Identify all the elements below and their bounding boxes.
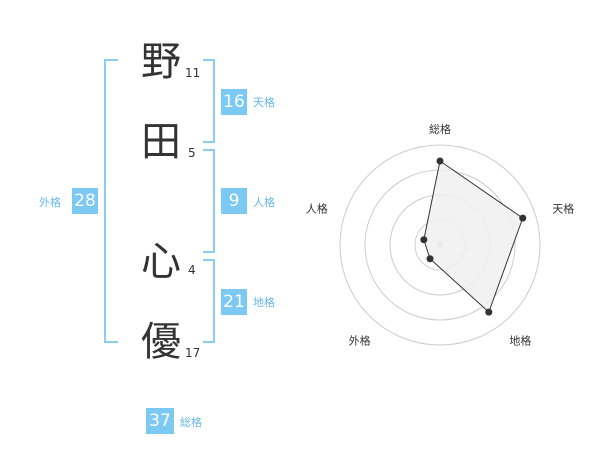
kanji-4-strokes: 17	[185, 346, 201, 360]
kanji-1-strokes: 11	[185, 66, 201, 80]
jinkaku-label: 人格	[253, 196, 275, 209]
chikaku-value: 21	[221, 289, 247, 315]
gaikaku-label: 外格	[39, 196, 61, 209]
jinkaku-bracket	[203, 149, 215, 253]
chikaku-label: 地格	[253, 296, 275, 309]
kanji-4: 優	[141, 319, 181, 365]
kanji-2: 田	[141, 119, 181, 165]
jinkaku-value: 9	[221, 188, 247, 214]
kanji-3: 心	[141, 239, 181, 285]
gaikaku-bracket	[104, 59, 118, 343]
radar-point-5	[420, 236, 428, 244]
radar-point-1	[436, 157, 444, 165]
radar-ring	[339, 144, 541, 346]
radar-point-4	[426, 255, 434, 263]
radar-point-3	[485, 308, 493, 316]
radar-axis-label-5: 人格	[306, 202, 328, 216]
radar-point-2	[519, 214, 527, 222]
tenkaku-label: 天格	[253, 96, 275, 109]
kanji-3-strokes: 4	[188, 263, 196, 277]
radar-series-area	[423, 160, 524, 314]
radar-axis-label-4: 外格	[349, 333, 371, 347]
soukaku-label: 総格	[180, 416, 202, 429]
kanji-2-strokes: 5	[188, 146, 196, 160]
radar-axis-label-3: 地格	[509, 333, 531, 347]
radar-axis-label-2: 天格	[552, 202, 574, 216]
gaikaku-value: 28	[72, 188, 98, 214]
tenkaku-bracket	[203, 59, 215, 143]
soukaku-value: 37	[146, 408, 174, 434]
radar-axis-label-1: 総格	[429, 122, 451, 136]
tenkaku-value: 16	[221, 89, 247, 115]
kanji-1: 野	[141, 39, 181, 85]
chikaku-bracket	[203, 259, 215, 343]
